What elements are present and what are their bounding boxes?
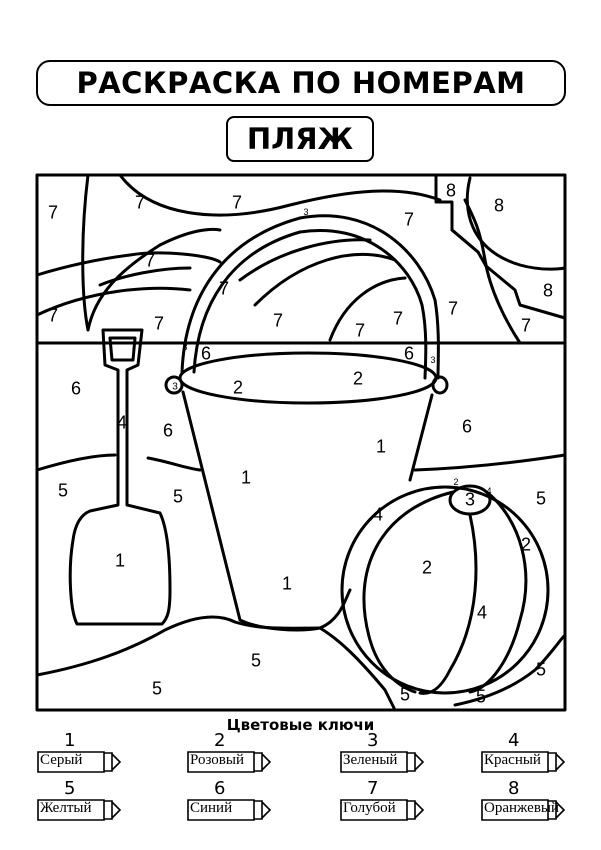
- region-number: 1: [282, 573, 292, 593]
- region-number: 7: [48, 202, 58, 222]
- legend-key-label: Оранжевый: [484, 800, 560, 816]
- region-number: 1: [115, 550, 125, 570]
- region-number: 6: [201, 343, 211, 363]
- region-number: 7: [273, 310, 283, 330]
- shovel-icon: [68, 328, 172, 626]
- region-number: 8: [494, 195, 504, 215]
- region-number: 5: [152, 678, 162, 698]
- region-number: 4: [117, 412, 127, 432]
- crayon-icon: [481, 799, 566, 821]
- legend-key-number: 7: [367, 778, 379, 799]
- region-number: 7: [393, 308, 403, 328]
- crayon-icon: [37, 799, 122, 821]
- region-number: 7: [154, 313, 164, 333]
- region-number: 8: [446, 180, 456, 200]
- legend-key-number: 6: [214, 778, 226, 799]
- crayon-icon: [481, 751, 566, 773]
- crayon-icon: [37, 751, 122, 773]
- legend-key-number: 2: [214, 730, 226, 751]
- region-number: 5: [400, 684, 410, 704]
- crayon-icon: [187, 799, 272, 821]
- region-number: 4: [486, 486, 491, 496]
- region-number: 3: [430, 355, 435, 365]
- region-number: 3: [465, 489, 475, 509]
- region-number: 2: [453, 477, 458, 487]
- region-number: 5: [58, 480, 68, 500]
- region-number: 4: [477, 602, 487, 622]
- region-number: 6: [71, 378, 81, 398]
- region-number: 6: [404, 343, 414, 363]
- legend-key-label: Желтый: [40, 800, 92, 816]
- legend-key-number: 8: [508, 778, 520, 799]
- region-number: 2: [233, 377, 243, 397]
- region-number: 2: [353, 368, 363, 388]
- legend-key-label: Голубой: [343, 800, 396, 816]
- region-number: 8: [543, 280, 553, 300]
- region-number: 7: [355, 320, 365, 340]
- region-number: 3: [303, 207, 308, 217]
- beach-ball-icon: [340, 484, 550, 695]
- crayon-icon: [187, 751, 272, 773]
- region-number: 5: [476, 686, 486, 706]
- region-number: 1: [241, 467, 251, 487]
- sky-region-lines: [35, 173, 522, 345]
- region-number: 7: [521, 315, 531, 335]
- legend-key-label: Серый: [40, 752, 83, 768]
- region-number: 5: [251, 650, 261, 670]
- page-title: РАСКРАСКА ПО НОМЕРАМ: [36, 60, 566, 106]
- legend-key-number: 3: [367, 730, 379, 751]
- legend-key-number: 4: [508, 730, 520, 751]
- region-number: 7: [135, 192, 145, 212]
- region-number: 7: [48, 305, 58, 325]
- region-number: 5: [173, 486, 183, 506]
- legend-key-label: Розовый: [190, 752, 244, 768]
- region-number: 2: [521, 534, 531, 554]
- legend-key-number: 1: [64, 730, 76, 751]
- region-number: 5: [536, 488, 546, 508]
- region-number: 7: [404, 209, 414, 229]
- legend-title: Цветовые ключи: [226, 716, 375, 734]
- picture-frame: [35, 173, 567, 712]
- region-number: 4: [373, 504, 383, 524]
- page-subtitle: ПЛЯЖ: [226, 116, 374, 162]
- region-number: 2: [422, 557, 432, 577]
- region-number: 6: [163, 420, 173, 440]
- region-number: 6: [462, 416, 472, 436]
- crayon-icon: [340, 799, 425, 821]
- region-number: 7: [448, 298, 458, 318]
- legend-key-label: Зеленый: [343, 752, 398, 768]
- legend-key-number: 5: [64, 778, 76, 799]
- region-number: 7: [145, 250, 155, 270]
- region-number: 7: [219, 278, 229, 298]
- region-number: 1: [376, 436, 386, 456]
- legend-key-label: Синий: [190, 800, 233, 816]
- region-number: 3: [182, 342, 187, 352]
- legend-key-label: Красный: [484, 752, 541, 768]
- sun-icon: [434, 173, 567, 320]
- region-number: 5: [536, 659, 546, 679]
- region-number: 3: [172, 382, 178, 393]
- crayon-icon: [340, 751, 425, 773]
- region-number: 7: [232, 192, 242, 212]
